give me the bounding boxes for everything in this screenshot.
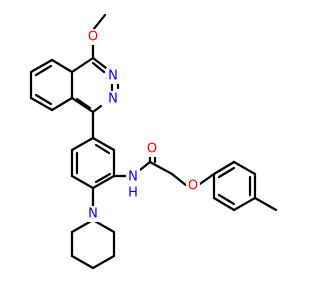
bond <box>253 196 278 212</box>
bond <box>91 254 116 270</box>
bond <box>232 160 257 176</box>
atom-bg <box>145 141 159 157</box>
bond <box>91 104 103 114</box>
atom-labels: O N N O N H O N <box>86 29 200 222</box>
bond <box>217 166 236 179</box>
atom-bg <box>126 185 140 201</box>
bond <box>212 196 236 212</box>
bond <box>34 64 53 77</box>
atom-bg <box>106 91 120 107</box>
bond <box>148 160 174 176</box>
bond <box>29 96 54 112</box>
atom-o-ether: O <box>188 179 198 194</box>
bond <box>212 160 236 176</box>
bond <box>70 96 95 114</box>
atom-bg <box>126 169 140 185</box>
bond <box>94 143 111 155</box>
bond <box>138 160 152 172</box>
bond <box>91 56 108 70</box>
atom-bg <box>106 68 120 84</box>
atom-n-amide: N <box>128 170 138 185</box>
bond <box>70 136 95 152</box>
atom-n-lower: N <box>108 92 118 107</box>
bond <box>91 61 106 74</box>
bond <box>50 58 74 74</box>
bond <box>70 56 95 74</box>
bond <box>94 172 112 184</box>
atom-bg <box>86 206 100 222</box>
bond <box>29 58 54 74</box>
bond <box>91 136 116 152</box>
molecule-diagram: O N N O N H O N <box>29 13 278 270</box>
atom-bg <box>186 178 200 194</box>
bonds <box>29 13 278 270</box>
atom-h-amide: H <box>128 186 138 201</box>
bond <box>75 97 92 110</box>
bond <box>50 96 74 112</box>
bond <box>170 172 189 188</box>
bond <box>232 196 257 212</box>
bond <box>91 174 116 190</box>
bond <box>70 174 95 190</box>
bond <box>91 13 107 32</box>
atom-n-piperidine: N <box>88 207 98 222</box>
structure-canvas: O N N O N H O N <box>29 13 278 270</box>
bond <box>34 93 53 106</box>
bond <box>217 193 236 206</box>
atom-n-upper: N <box>108 69 118 84</box>
atom-o-methoxy: O <box>88 30 98 45</box>
atom-bg <box>86 29 100 45</box>
atom-o-carbonyl: O <box>147 142 157 157</box>
bond <box>70 254 95 270</box>
